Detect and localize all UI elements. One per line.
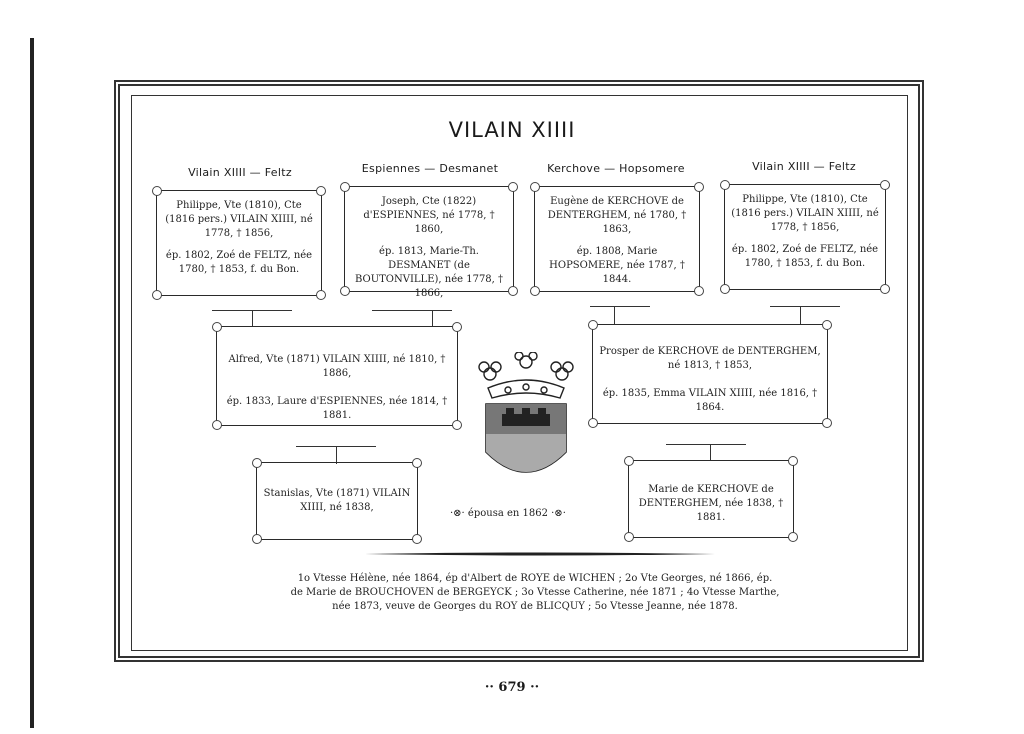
parent-left-line2: ép. 1833, Laure d'ESPIENNES, née 1814, †… <box>226 396 448 421</box>
ancestor-box-2: Joseph, Cte (1822) d'ESPIENNES, né 1778,… <box>340 182 518 299</box>
ancestor-box-4: Philippe, Vte (1810), Cte (1816 pers.) V… <box>720 180 890 294</box>
ancestor-2-line1: Joseph, Cte (1822) d'ESPIENNES, né 1778,… <box>363 196 495 235</box>
connector-left-2 <box>372 310 452 311</box>
connector-left-drop-2 <box>432 310 433 326</box>
connector-lower-right <box>666 444 746 445</box>
child-box-marie: Marie de KERCHOVE de DENTERGHEM, née 183… <box>624 456 798 542</box>
column-head-1: Vilain XIIII — Feltz <box>188 166 292 179</box>
connector-lower-right-drop <box>710 444 711 460</box>
children-note: 1o Vtesse Hélène, née 1864, ép d'Albert … <box>290 573 780 612</box>
connector-left-drop-1 <box>252 310 253 326</box>
column-head-4: Vilain XIIII — Feltz <box>752 160 856 173</box>
parent-left-line1: Alfred, Vte (1871) VILAIN XIIII, né 1810… <box>228 354 446 379</box>
parent-right-line1: Prosper de KERCHOVE de DENTERGHEM, né 18… <box>599 346 821 371</box>
ancestor-1-line2: ép. 1802, Zoé de FELTZ, née 1780, † 1853… <box>165 250 313 275</box>
child-marie-text: Marie de KERCHOVE de DENTERGHEM, née 183… <box>638 484 784 523</box>
book-spine-edge <box>30 38 34 728</box>
column-head-3: Kerchove — Hopsomere <box>547 162 685 175</box>
connector-right-drop-2 <box>800 306 801 324</box>
connector-lower-left-drop <box>336 446 337 464</box>
ancestor-2-line2: ép. 1813, Marie-Th. DESMANET (de BOUTONV… <box>354 246 504 299</box>
ancestor-box-3: Eugène de KERCHOVE de DENTERGHEM, né 178… <box>530 182 704 296</box>
ancestor-1-line1: Philippe, Vte (1810), Cte (1816 pers.) V… <box>165 200 313 239</box>
ancestor-box-1: Philippe, Vte (1810), Cte (1816 pers.) V… <box>152 186 326 300</box>
connector-right-2 <box>770 306 840 307</box>
ornamental-outer-border <box>114 80 924 662</box>
parent-box-left: Alfred, Vte (1871) VILAIN XIIII, né 1810… <box>212 322 462 430</box>
separator-rule <box>365 552 715 556</box>
ancestor-3-line1: Eugène de KERCHOVE de DENTERGHEM, né 178… <box>547 196 687 235</box>
marriage-note: ·⊗· épousa en 1862 ·⊗· <box>450 508 566 519</box>
ancestor-4-line2: ép. 1802, Zoé de FELTZ, née 1780, † 1853… <box>731 244 879 269</box>
inner-border <box>131 95 908 651</box>
parent-right-line2: ép. 1835, Emma VILAIN XIIII, née 1816, †… <box>602 388 818 413</box>
connector-right-1 <box>590 306 650 307</box>
child-box-stanislas: Stanislas, Vte (1871) VILAIN XIIII, né 1… <box>252 458 422 544</box>
ancestor-3-line2: ép. 1808, Marie HOPSOMERE, née 1787, † 1… <box>549 246 685 285</box>
coat-of-arms <box>478 352 574 473</box>
connector-right-drop-1 <box>614 306 615 324</box>
parent-box-right: Prosper de KERCHOVE de DENTERGHEM, né 18… <box>588 320 832 428</box>
page-number: ·· 679 ·· <box>484 680 540 695</box>
child-stanislas-text: Stanislas, Vte (1871) VILAIN XIIII, né 1… <box>263 488 411 513</box>
ancestor-4-line1: Philippe, Vte (1810), Cte (1816 pers.) V… <box>731 194 879 233</box>
column-head-2: Espiennes — Desmanet <box>361 162 499 175</box>
page-title: VILAIN XIIII <box>448 118 576 142</box>
